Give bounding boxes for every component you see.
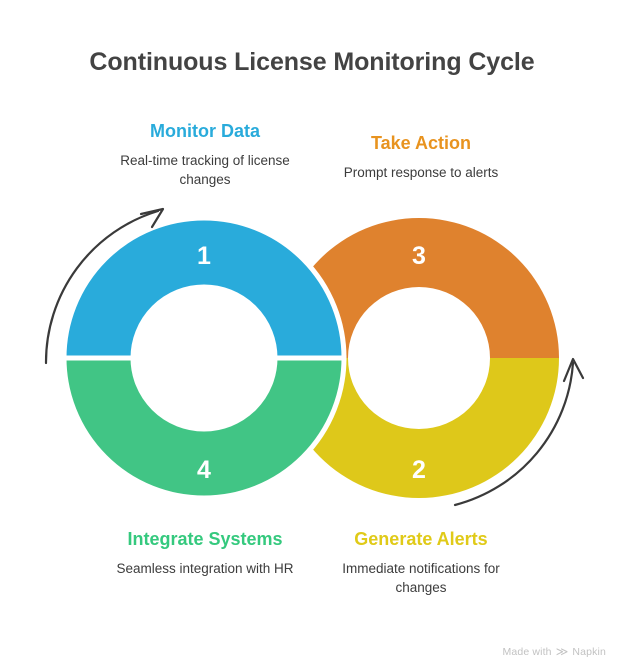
napkin-logo-icon: ≫ [555,644,569,659]
right-arrowhead-icon [562,357,585,383]
step-description-take-action: Prompt response to alerts [343,165,499,180]
watermark-prefix: Made with [502,646,552,658]
step-number-1: 1 [197,242,211,270]
step-heading-take-action: Take Action [370,133,472,153]
step-label-generate-alerts: Generate Alerts Immediate notifications … [310,528,532,597]
watermark-brand: Napkin [572,646,606,658]
napkin-watermark: Made with ≫ Napkin [502,644,606,659]
step-heading-generate-alerts: Generate Alerts [354,529,488,549]
left-arrowhead-icon [139,207,165,229]
segment-generate-alerts[interactable] [279,358,559,498]
step-description-integrate-systems: Seamless integration with HR [116,561,294,576]
step-heading-integrate-systems: Integrate Systems [127,529,283,549]
step-number-3: 3 [412,242,426,270]
step-number-4: 4 [197,456,211,484]
step-label-integrate-systems: Integrate Systems Seamless integration w… [94,528,316,578]
left-cycle-arrow [44,207,165,365]
step-description-generate-alerts: Immediate notifications for changes [342,561,500,595]
right-cycle-arrow [453,357,585,507]
step-description-monitor-data: Real-time tracking of license changes [120,153,290,187]
step-heading-monitor-data: Monitor Data [150,121,260,141]
segment-integrate-systems[interactable] [61,355,347,501]
segment-monitor-data[interactable] [61,215,347,361]
step-label-take-action: Take Action Prompt response to alerts [310,132,532,182]
segment-take-action[interactable] [279,218,559,358]
page-title: Continuous License Monitoring Cycle [89,48,535,76]
step-number-2: 2 [412,456,426,484]
step-label-monitor-data: Monitor Data Real-time tracking of licen… [94,120,316,189]
